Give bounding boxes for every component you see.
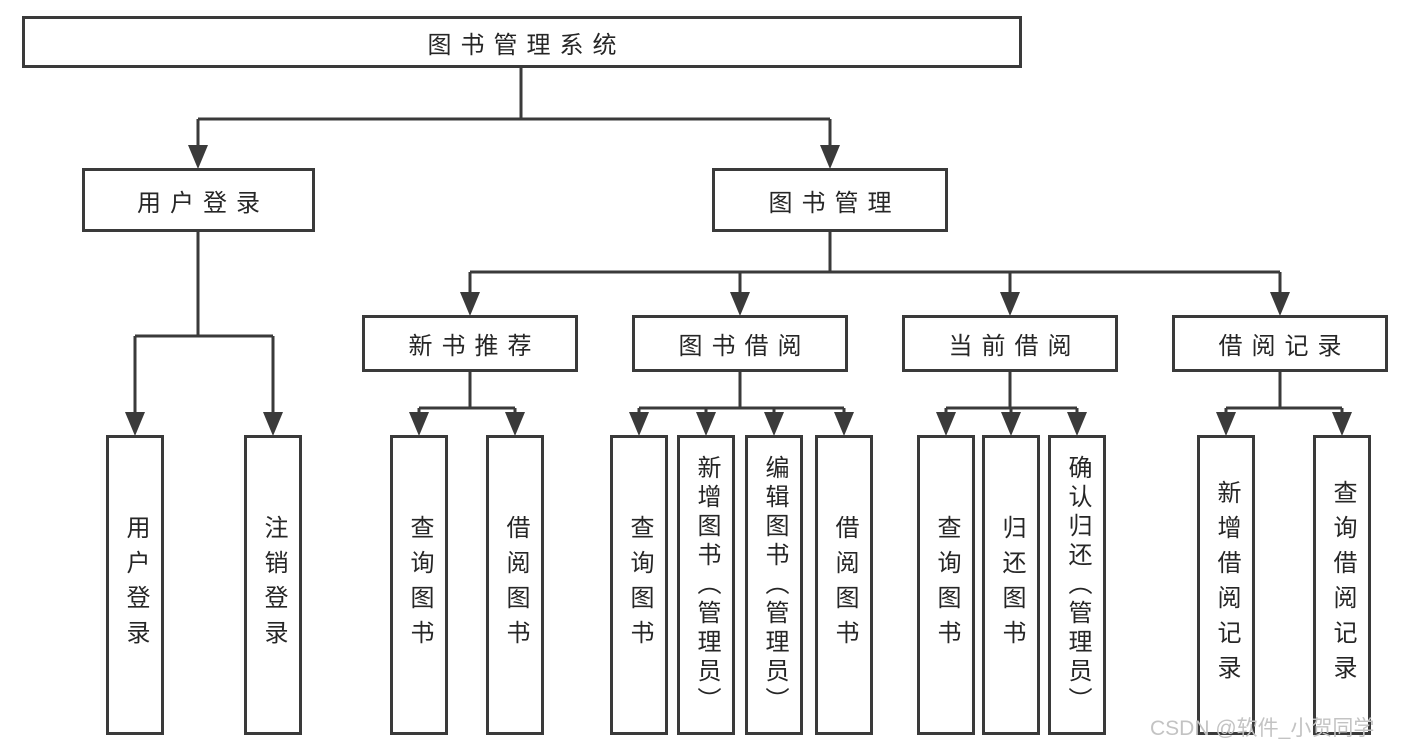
leaf-recommend-query-book-label: 查询图书: [406, 515, 433, 655]
leaf-query-borrow-record: 查询借阅记录: [1313, 435, 1371, 735]
leaf-recommend-borrow-book-label: 借阅图书: [502, 515, 529, 655]
node-user-login: 用户登录: [82, 168, 315, 232]
leaf-current-query-book: 查询图书: [917, 435, 975, 735]
csdn-watermark: CSDN @软件_小贺同学: [1150, 717, 1375, 740]
leaf-logout-label: 注销登录: [260, 515, 287, 655]
leaf-recommend-borrow-book: 借阅图书: [486, 435, 544, 735]
leaf-borrow-book: 借阅图书: [815, 435, 873, 735]
leaf-query-borrow-record-label: 查询借阅记录: [1329, 480, 1356, 690]
node-book-borrow: 图书借阅: [632, 315, 848, 372]
node-new-book-recommend: 新书推荐: [362, 315, 578, 372]
leaf-user-login-label: 用户登录: [122, 515, 149, 655]
leaf-edit-book-admin-label: 编辑图书（管理员）: [761, 454, 788, 716]
leaf-return-book-label: 归还图书: [998, 515, 1025, 655]
node-current-borrow: 当前借阅: [902, 315, 1118, 372]
leaf-user-login: 用户登录: [106, 435, 164, 735]
leaf-add-book-admin: 新增图书（管理员）: [677, 435, 735, 735]
leaf-borrow-query-book: 查询图书: [610, 435, 668, 735]
leaf-borrow-query-book-label: 查询图书: [626, 515, 653, 655]
leaf-borrow-book-label: 借阅图书: [831, 515, 858, 655]
leaf-current-query-book-label: 查询图书: [933, 515, 960, 655]
node-root-system: 图书管理系统: [22, 16, 1022, 68]
leaf-add-borrow-record-label: 新增借阅记录: [1213, 480, 1240, 690]
node-borrow-records: 借阅记录: [1172, 315, 1388, 372]
leaf-confirm-return-admin: 确认归还（管理员）: [1048, 435, 1106, 735]
leaf-logout: 注销登录: [244, 435, 302, 735]
leaf-add-borrow-record: 新增借阅记录: [1197, 435, 1255, 735]
leaf-confirm-return-admin-label: 确认归还（管理员）: [1064, 454, 1091, 716]
leaf-recommend-query-book: 查询图书: [390, 435, 448, 735]
leaf-return-book: 归还图书: [982, 435, 1040, 735]
leaf-add-book-admin-label: 新增图书（管理员）: [693, 454, 720, 716]
leaf-edit-book-admin: 编辑图书（管理员）: [745, 435, 803, 735]
node-book-management: 图书管理: [712, 168, 948, 232]
